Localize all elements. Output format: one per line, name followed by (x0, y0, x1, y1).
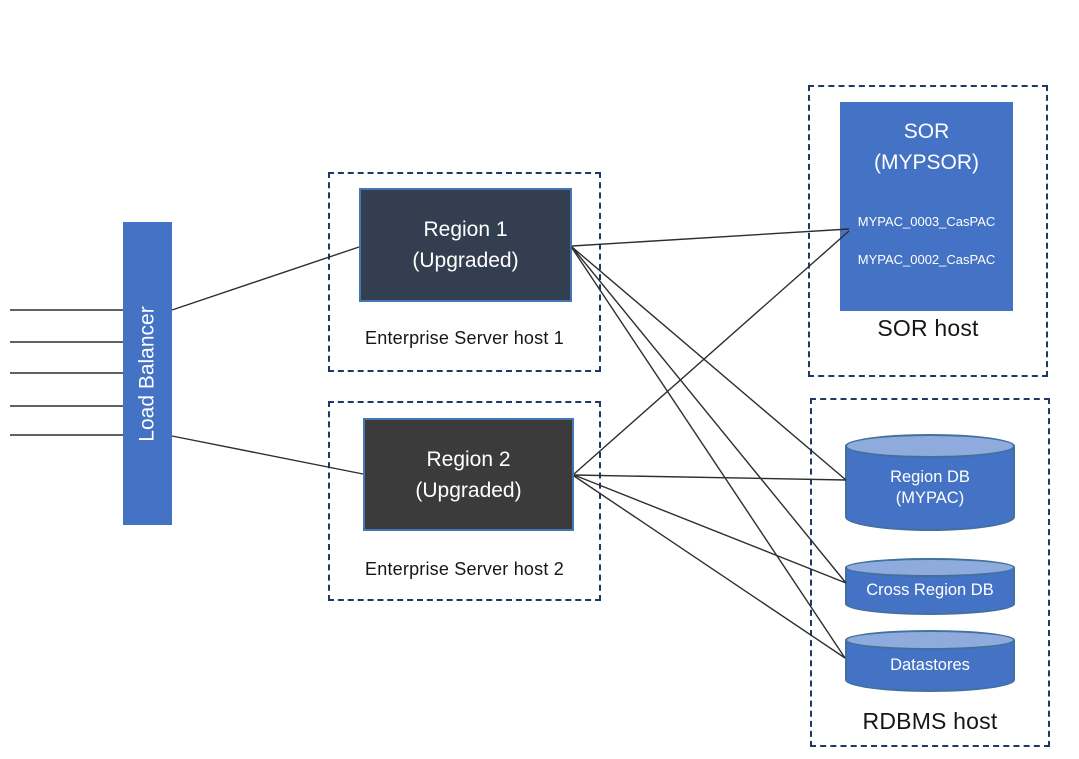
connector-region-1-to-region-db (571, 246, 847, 481)
datastores-label: Datastores (890, 655, 970, 674)
cross-region-db-cylinder-top (845, 558, 1015, 577)
region-db-cylinder-top (845, 434, 1015, 458)
region-2-title: Region 2 (426, 447, 511, 471)
sor-subtitle: (MYPSOR) (874, 151, 979, 174)
sor-pac-label-2: MYPAC_0002_CasPAC (857, 252, 996, 267)
sor-pac-label-1: MYPAC_0003_CasPAC (857, 214, 996, 229)
cross-region-db-label: Cross Region DB (866, 580, 994, 599)
region-1-subtitle: (Upgraded) (412, 249, 519, 272)
region-2-box: Region 2 (Upgraded) (363, 418, 574, 531)
sor-box: SOR (MYPSOR) MYPAC_0003_CasPAC MYPAC_000… (840, 102, 1013, 311)
region-db-label: Region DB (890, 467, 970, 486)
region-db-sublabel: (MYPAC) (895, 488, 965, 507)
load-balancer-box: Load Balancer (123, 222, 172, 525)
enterprise-server-host-1-label: Enterprise Server host 1 (365, 328, 564, 348)
sor-host-label: SOR host (877, 315, 979, 341)
datastores-cylinder: Datastores (845, 630, 1015, 692)
connector-region-1-to-cross-region-db (571, 246, 847, 584)
connector-region-2-to-datastores (573, 475, 846, 659)
region-2-subtitle: (Upgraded) (415, 478, 522, 502)
datastores-cylinder-top (845, 630, 1015, 650)
enterprise-server-host-2-label: Enterprise Server host 2 (365, 559, 564, 579)
cross-region-db-cylinder: Cross Region DB (845, 558, 1015, 615)
region-1-box: Region 1 (Upgraded) (359, 188, 572, 302)
region-1-title: Region 1 (423, 218, 508, 241)
sor-title: SOR (903, 120, 950, 143)
connector-region-2-to-region-db (573, 474, 847, 481)
rdbms-host-label: RDBMS host (862, 708, 998, 734)
region-db-cylinder: Region DB (MYPAC) (845, 434, 1015, 531)
connector-region-1-to-datastores (571, 247, 846, 659)
connector-region-2-to-cross-region-db (573, 474, 847, 584)
region-db-cylinder-body: Region DB (MYPAC) (845, 446, 1015, 531)
load-balancer-label: Load Balancer (135, 305, 159, 442)
